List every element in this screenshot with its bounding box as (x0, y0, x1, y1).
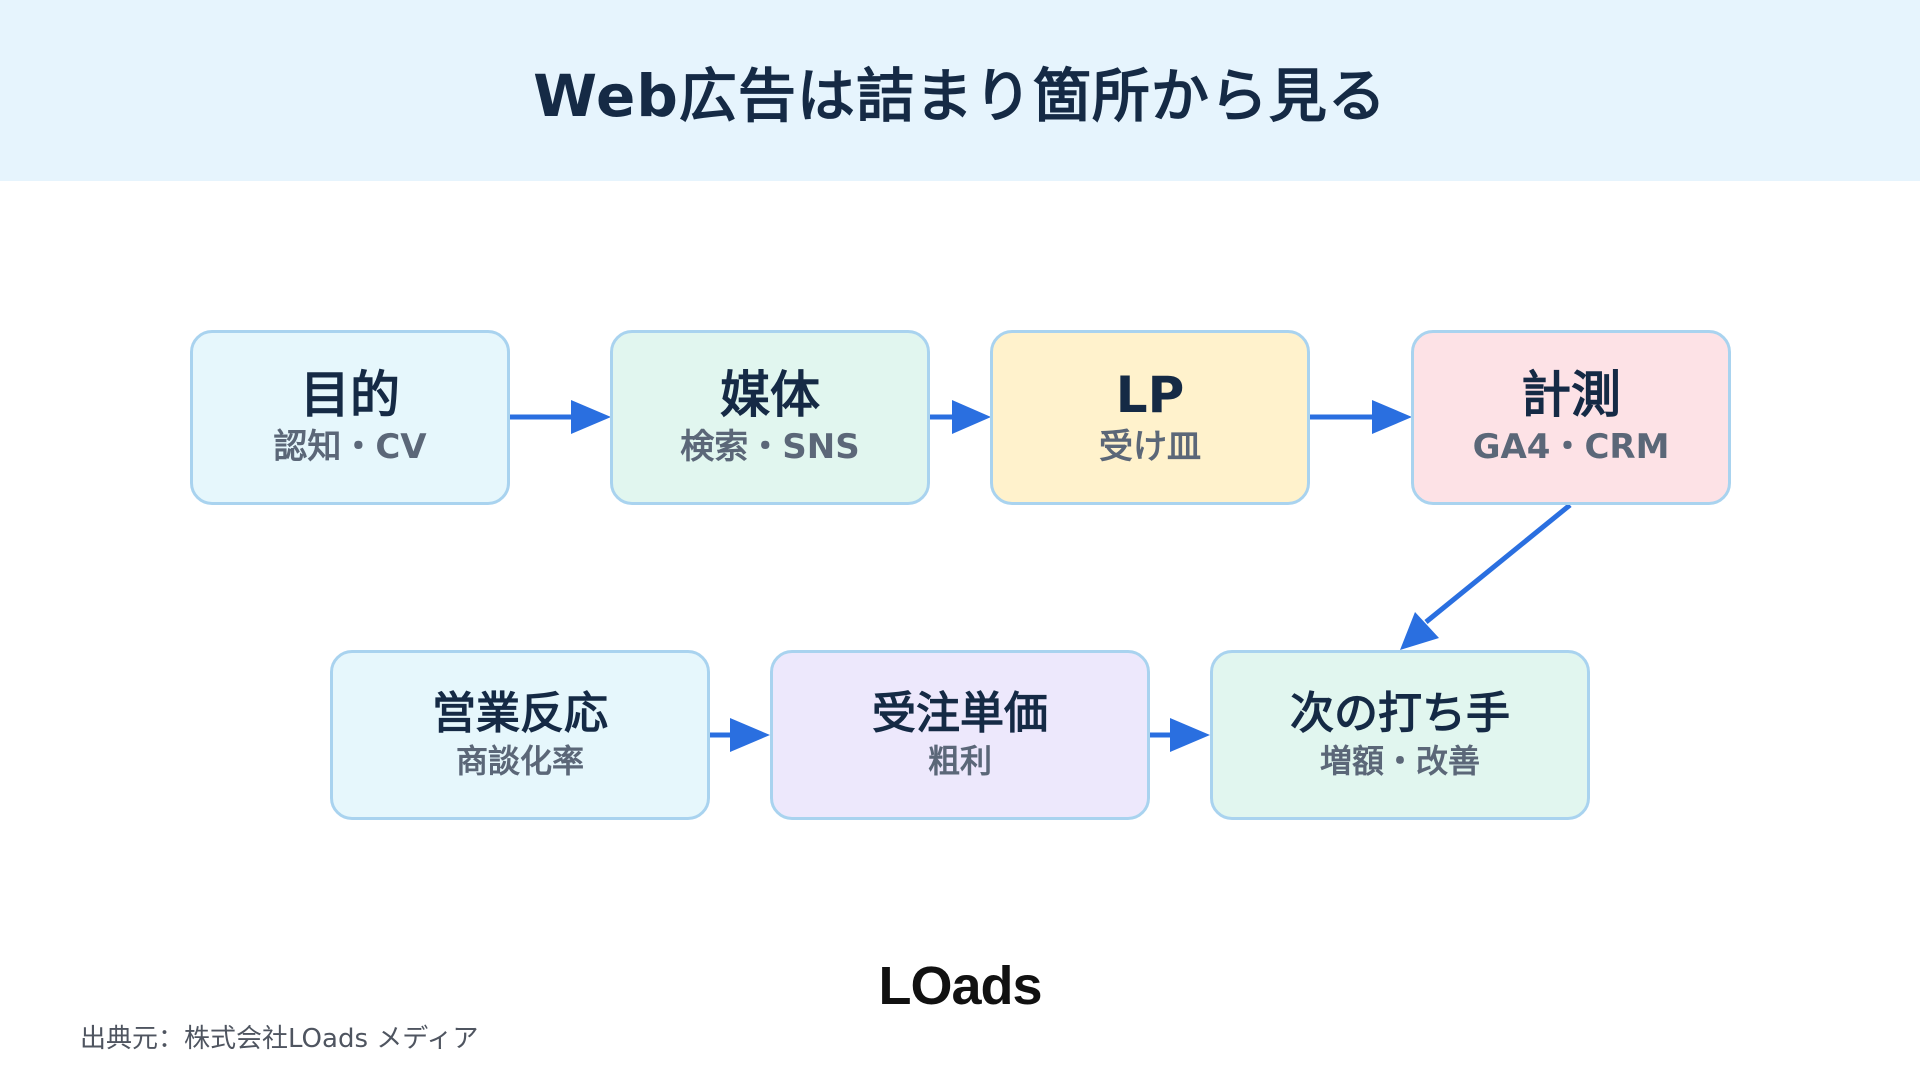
node-title: 営業反応 (432, 687, 608, 739)
node-title: 計測 (1521, 365, 1621, 424)
node-title: 媒体 (720, 365, 820, 424)
node-subtitle: 検索・SNS (680, 426, 860, 467)
node-title: LP (1115, 365, 1185, 424)
node-subtitle: 商談化率 (455, 742, 584, 780)
arrowhead-price-to-next (1170, 718, 1210, 752)
header-banner: Web広告は詰まり箇所から見る (0, 0, 1920, 181)
node-subtitle: 粗利 (927, 742, 992, 780)
arrowhead-media-to-lp (952, 400, 991, 434)
brand-logo: LOads (878, 956, 1042, 1016)
page-title: Web広告は詰まり箇所から見る (533, 61, 1387, 130)
node-subtitle: 認知・CV (273, 426, 427, 467)
node-title: 受注単価 (872, 687, 1048, 739)
node-lp: LP 受け皿 (990, 330, 1310, 505)
node-title: 目的 (300, 365, 400, 424)
arrowhead-lp-to-measure (1372, 400, 1412, 434)
arrowhead-measure-to-next (1400, 612, 1439, 650)
node-next-action: 次の打ち手 増額・改善 (1210, 650, 1590, 820)
node-subtitle: GA4・CRM (1472, 426, 1670, 467)
node-subtitle: 受け皿 (1099, 426, 1201, 467)
node-title: 次の打ち手 (1290, 687, 1510, 739)
node-order-price: 受注単価 粗利 (770, 650, 1150, 820)
arrowhead-goal-to-media (571, 400, 611, 434)
node-goal: 目的 認知・CV (190, 330, 510, 505)
node-sales-response: 営業反応 商談化率 (330, 650, 710, 820)
node-measure: 計測 GA4・CRM (1411, 330, 1731, 505)
arrowhead-sales-to-price (730, 718, 770, 752)
arrow-measure-to-next (1424, 503, 1572, 624)
node-subtitle: 増額・改善 (1319, 742, 1480, 780)
node-media: 媒体 検索・SNS (610, 330, 930, 505)
source-caption: 出典元：株式会社LOads メディア (80, 1024, 479, 1054)
